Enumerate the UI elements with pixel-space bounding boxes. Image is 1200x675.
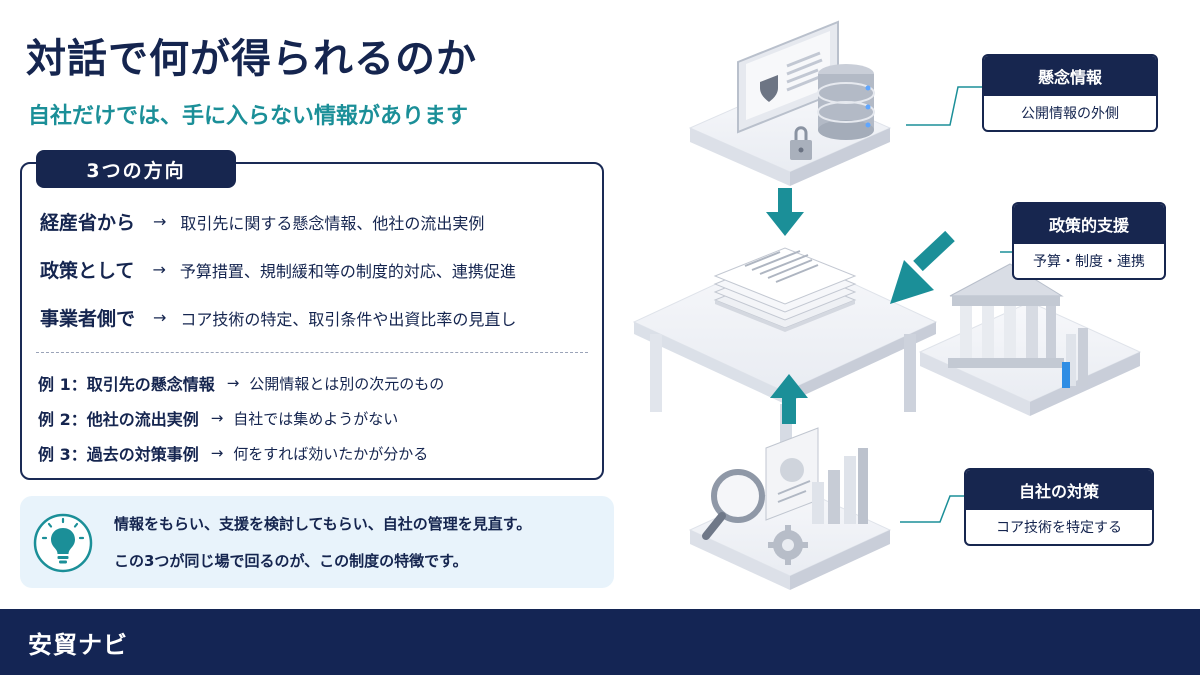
example-text: 何をすれば効いたかが分かる bbox=[233, 444, 429, 463]
directions-box bbox=[20, 162, 604, 480]
footer-bar bbox=[0, 609, 1200, 675]
note-line-1: 情報をもらい、支援を検討してもらい、自社の管理を見直す。 bbox=[114, 515, 532, 533]
example-label: 例 2：他社の流出実例 bbox=[38, 410, 199, 429]
page-subtitle: 自社だけでは、手に入らない情報があります bbox=[28, 104, 469, 129]
note-line-2: この3つが同じ場で回るのが、この制度の特徴です。 bbox=[114, 552, 468, 570]
direction-label: 事業者側で bbox=[40, 308, 136, 330]
arrow-right-icon: → bbox=[226, 374, 240, 392]
direction-label: 政策として bbox=[40, 260, 135, 282]
government-building-icon bbox=[948, 263, 1088, 388]
example-row-2: 例 2：他社の流出実例 → 自社では集めようがない bbox=[38, 406, 398, 430]
example-text: 自社では集めようがない bbox=[233, 409, 399, 428]
example-row-3: 例 3：過去の対策事例 → 何をすれば効いたかが分かる bbox=[38, 441, 428, 465]
lightbulb-icon bbox=[33, 513, 93, 573]
page-title: 対話で何が得られるのか bbox=[26, 36, 477, 82]
dashed-divider bbox=[36, 352, 588, 353]
arrow-right-icon: → bbox=[152, 260, 166, 279]
arrow-diagonal-icon bbox=[890, 230, 955, 304]
callout-title: 懸念情報 bbox=[984, 56, 1156, 96]
example-label: 例 1：取引先の懸念情報 bbox=[38, 375, 215, 394]
direction-text: コア技術の特定、取引条件や出資比率の見直し bbox=[180, 309, 517, 329]
callout-title: 自社の対策 bbox=[966, 470, 1152, 510]
callout-body: コア技術を特定する bbox=[996, 520, 1122, 536]
callout-policy-support: 政策的支援 予算・制度・連携 bbox=[1012, 202, 1166, 280]
direction-row-meti: 経産省から → 取引先に関する懸念情報、他社の流出実例 bbox=[40, 208, 484, 235]
concern-info-platform bbox=[688, 20, 892, 186]
example-text: 公開情報とは別の次元のもの bbox=[249, 374, 445, 393]
callout-company-measures: 自社の対策 コア技術を特定する bbox=[964, 468, 1154, 546]
callout-concern-info: 懸念情報 公開情報の外側 bbox=[982, 54, 1158, 132]
direction-text: 予算措置、規制緩和等の制度的対応、連携促進 bbox=[179, 261, 516, 281]
example-label: 例 3：過去の対策事例 bbox=[38, 445, 199, 464]
callout-body: 予算・制度・連携 bbox=[1033, 254, 1145, 270]
footer-brand: 安貿ナビ bbox=[28, 631, 128, 659]
directions-heading: 3つの方向 bbox=[36, 150, 236, 188]
database-icon bbox=[817, 64, 875, 140]
arrow-right-icon: → bbox=[153, 308, 167, 327]
callout-title: 政策的支援 bbox=[1014, 204, 1164, 244]
callout-body: 公開情報の外側 bbox=[1021, 106, 1119, 122]
direction-label: 経産省から bbox=[40, 212, 136, 234]
arrow-down-icon bbox=[766, 188, 804, 236]
arrow-right-icon: → bbox=[153, 212, 167, 231]
dialogue-illustration bbox=[632, 20, 1142, 590]
gear-icon bbox=[768, 525, 808, 565]
magnifier-icon bbox=[702, 469, 765, 540]
example-row-1: 例 1：取引先の懸念情報 → 公開情報とは別の次元のもの bbox=[38, 371, 444, 395]
arrow-right-icon: → bbox=[210, 409, 224, 427]
leader-line-concern bbox=[906, 86, 982, 126]
arrow-up-icon bbox=[770, 374, 808, 424]
leader-line-company bbox=[900, 495, 964, 523]
document-stack-icon bbox=[713, 247, 857, 332]
bar-chart-icon bbox=[812, 448, 868, 524]
direction-text: 取引先に関する懸念情報、他社の流出実例 bbox=[180, 213, 485, 233]
note-panel bbox=[20, 496, 614, 588]
direction-row-business: 事業者側で → コア技術の特定、取引条件や出資比率の見直し bbox=[40, 304, 516, 331]
direction-row-policy: 政策として → 予算措置、規制緩和等の制度的対応、連携促進 bbox=[40, 256, 516, 283]
lock-icon bbox=[790, 126, 812, 160]
arrow-right-icon: → bbox=[210, 444, 224, 462]
